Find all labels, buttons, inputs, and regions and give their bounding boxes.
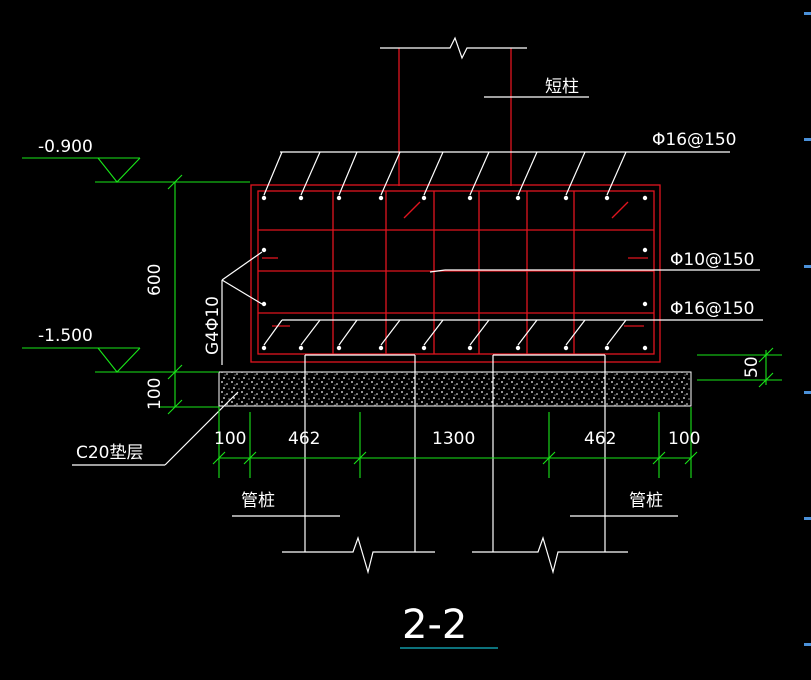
elevation-mark-top — [22, 157, 250, 183]
dim-h-4: 100 — [668, 429, 700, 449]
dim-100-vertical: 100 — [145, 378, 165, 410]
top-rebar-leaders — [263, 151, 730, 196]
c20-cushion — [218, 371, 692, 407]
cushion-50-dimension — [697, 347, 782, 388]
pile-right-label: 管桩 — [570, 491, 678, 517]
dim-h-3: 462 — [584, 429, 616, 449]
horizontal-dimension-chain — [212, 407, 698, 478]
rebar-top-label: Φ16@150 — [652, 130, 736, 150]
pile-cap — [250, 184, 661, 363]
middle-rebar-leader — [429, 269, 760, 273]
cushion-label: C20垫层 — [76, 443, 144, 463]
rebar-bottom-label: Φ16@150 — [670, 299, 754, 319]
tie-bar-leader — [221, 251, 263, 365]
dim-50: 50 — [742, 356, 762, 378]
section-title: 2-2 — [402, 602, 467, 648]
dim-h-2: 1300 — [432, 429, 475, 449]
rebar-middle-label: Φ10@150 — [670, 250, 754, 270]
cushion-leader — [72, 391, 239, 466]
vertical-dimension — [160, 174, 219, 415]
tie-bar-label: G4Φ10 — [203, 296, 223, 355]
dim-h-0: 100 — [214, 429, 246, 449]
pile-right-text: 管桩 — [629, 491, 663, 511]
dim-600: 600 — [145, 264, 165, 296]
bottom-rebar-leaders — [263, 319, 763, 346]
short-column — [380, 36, 527, 186]
elevation-top-label: -0.900 — [38, 137, 93, 157]
pipe-pile-right — [472, 354, 628, 575]
elevation-mark-bottom — [22, 347, 219, 373]
rebar-dots — [261, 195, 648, 351]
pile-left-text: 管桩 — [241, 491, 275, 511]
edge-markers — [804, 12, 811, 646]
pile-left-label: 管桩 — [232, 491, 340, 517]
elevation-bottom-label: -1.500 — [38, 326, 93, 346]
pipe-pile-left — [282, 354, 435, 575]
short-column-text: 短柱 — [545, 77, 579, 97]
short-column-label: 短柱 — [484, 77, 589, 98]
dim-h-1: 462 — [288, 429, 320, 449]
